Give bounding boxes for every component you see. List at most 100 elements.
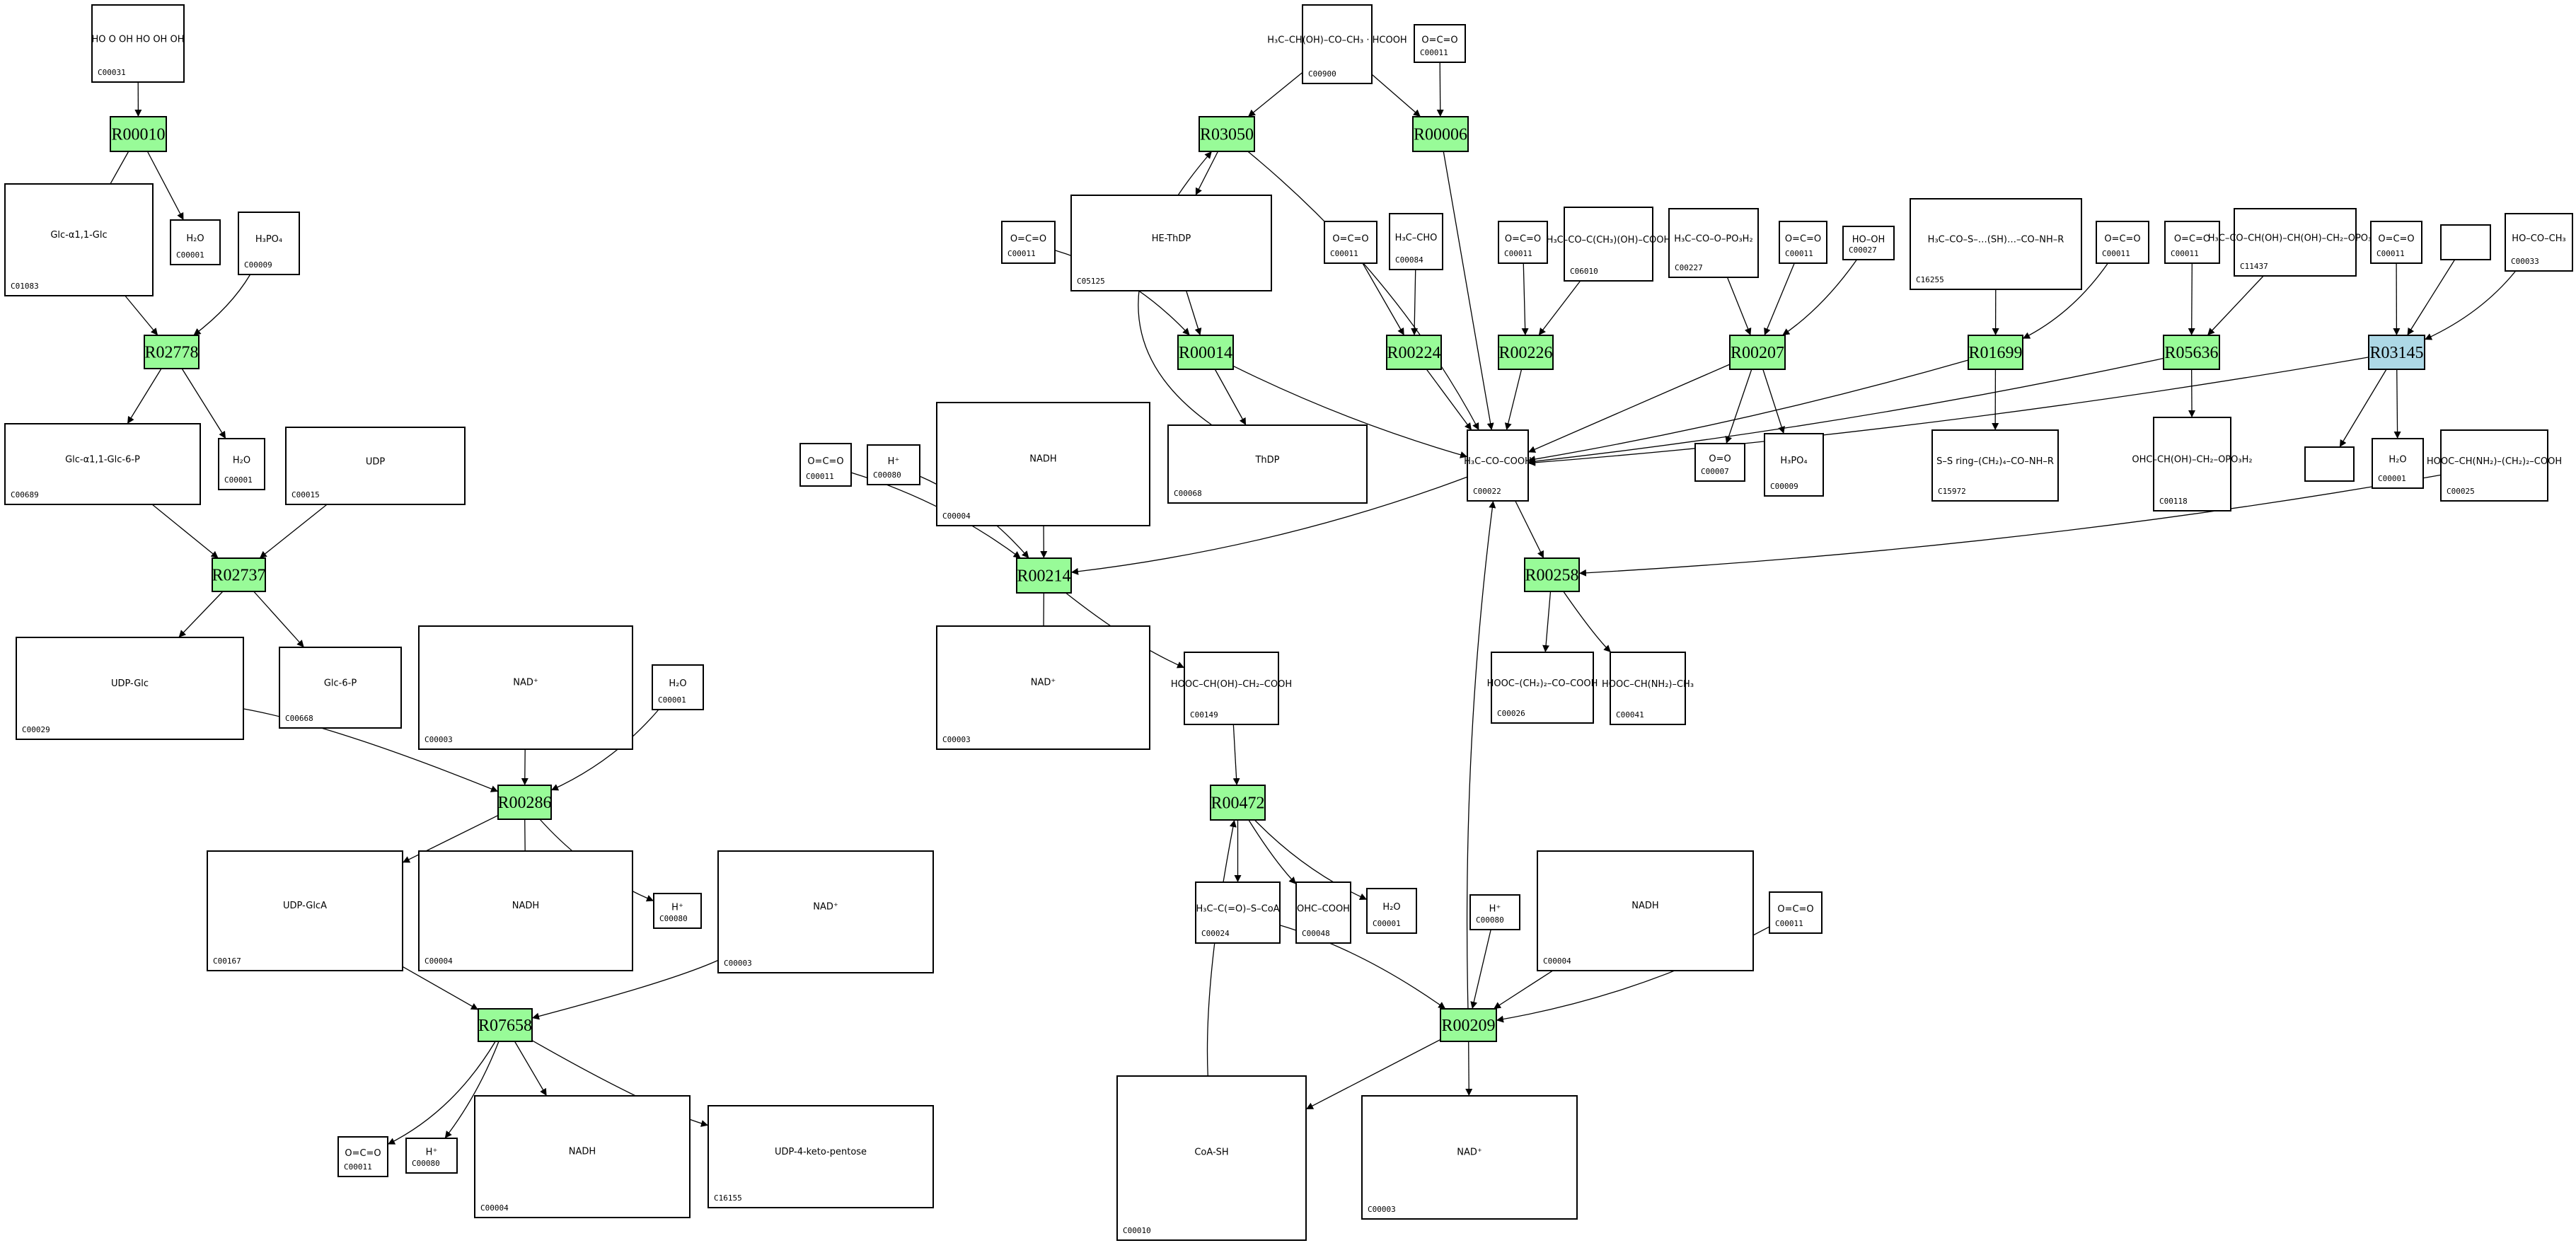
reaction-box[interactable]	[1177, 335, 1234, 370]
reaction-box[interactable]	[110, 116, 167, 152]
compound-node-c00080[interactable]: H⁺C00080	[1469, 894, 1520, 930]
compound-box[interactable]	[1668, 208, 1759, 278]
compound-box[interactable]	[2153, 417, 2231, 511]
reaction-node-r00209[interactable]: R00209	[1440, 1008, 1497, 1042]
compound-box[interactable]	[1302, 4, 1373, 84]
reaction-node-r00258[interactable]: R00258	[1524, 557, 1580, 592]
compound-box[interactable]	[1184, 652, 1279, 725]
compound-box[interactable]	[2440, 429, 2548, 502]
compound-box[interactable]	[2440, 224, 2491, 260]
reaction-node-r00286[interactable]: R00286	[497, 785, 552, 820]
reaction-node-r05636[interactable]: R05636	[2163, 335, 2220, 370]
compound-box[interactable]	[1414, 24, 1466, 63]
reaction-box[interactable]	[144, 335, 200, 369]
compound-box[interactable]	[1324, 221, 1377, 264]
compound-box[interactable]	[1361, 1095, 1578, 1220]
reaction-node-r00224[interactable]: R00224	[1386, 335, 1442, 370]
reaction-node-r00014[interactable]: R00014	[1177, 335, 1234, 370]
reaction-box[interactable]	[478, 1008, 533, 1042]
compound-box[interactable]	[707, 1105, 934, 1208]
compound-box[interactable]	[1537, 850, 1754, 971]
reaction-box[interactable]	[1412, 116, 1469, 152]
compound-box[interactable]	[405, 1138, 458, 1174]
compound-node-c00080[interactable]: H⁺C00080	[405, 1138, 458, 1174]
reaction-box[interactable]	[1524, 557, 1580, 592]
compound-box[interactable]	[1910, 198, 2082, 290]
compound-box[interactable]	[474, 1095, 691, 1218]
compound-box[interactable]	[238, 212, 300, 275]
compound-box[interactable]	[1467, 429, 1529, 502]
compound-box[interactable]	[1564, 207, 1653, 282]
reaction-box[interactable]	[1968, 335, 2023, 370]
reaction-box[interactable]	[1729, 335, 1786, 370]
compound-box[interactable]	[1842, 226, 1895, 260]
compound-box[interactable]	[337, 1136, 388, 1177]
compound-box[interactable]	[418, 850, 633, 971]
compound-box[interactable]	[2370, 221, 2422, 264]
compound-box[interactable]	[1116, 1075, 1307, 1241]
reaction-node-r02778[interactable]: R02778	[144, 335, 200, 369]
reaction-node-r00226[interactable]: R00226	[1498, 335, 1554, 370]
reaction-node-r03050[interactable]: R03050	[1199, 116, 1255, 152]
reaction-box[interactable]	[212, 557, 266, 592]
compound-box[interactable]	[936, 625, 1150, 750]
compound-node-c00003[interactable]: NAD⁺C00003	[936, 625, 1150, 750]
reaction-node-r00207[interactable]: R00207	[1729, 335, 1786, 370]
compound-box[interactable]	[1167, 424, 1368, 504]
reaction-node-r02737[interactable]: R02737	[212, 557, 266, 592]
reaction-node-r00006[interactable]: R00006	[1412, 116, 1469, 152]
compound-box[interactable]	[2164, 221, 2220, 264]
compound-box[interactable]	[653, 893, 702, 929]
reaction-box[interactable]	[2368, 335, 2425, 370]
compound-box[interactable]	[2234, 208, 2357, 277]
compound-box[interactable]	[91, 4, 185, 83]
compound-box[interactable]	[867, 444, 920, 485]
compound-box[interactable]	[936, 402, 1150, 526]
compound-box[interactable]	[4, 183, 154, 296]
compound-box[interactable]	[285, 427, 466, 505]
compound-box[interactable]	[2096, 221, 2149, 264]
compound-box[interactable]	[1366, 888, 1417, 934]
compound-box[interactable]	[1491, 652, 1594, 724]
compound-box[interactable]	[1779, 221, 1827, 264]
compound-box[interactable]	[1469, 894, 1520, 930]
